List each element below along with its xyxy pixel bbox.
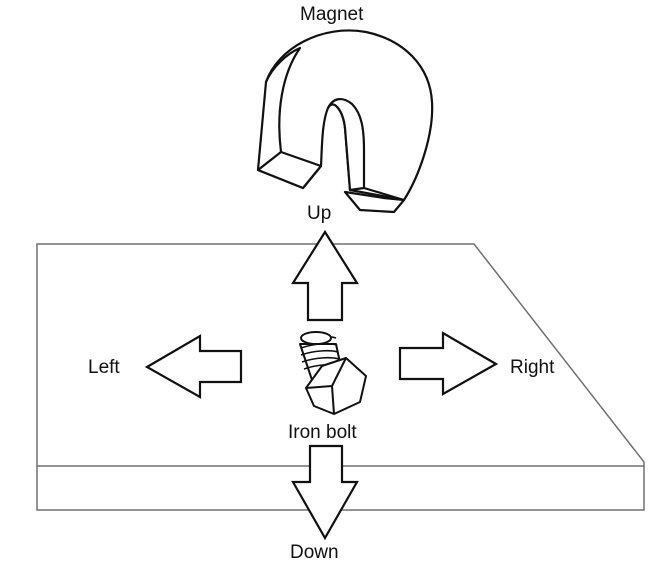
right-label: Right <box>510 357 555 378</box>
magnet-label: Magnet <box>300 4 364 25</box>
up-label: Up <box>307 203 332 224</box>
arrow-down-icon <box>291 444 359 541</box>
iron-bolt-icon <box>299 331 367 415</box>
magnet-right-pole-edge <box>363 186 405 202</box>
arrow-right-icon <box>398 331 499 396</box>
iron-bolt-label: Iron bolt <box>288 422 357 443</box>
bolt-tip <box>300 331 332 345</box>
magnet-right-pole <box>343 190 406 214</box>
arrow-left-icon <box>144 334 243 399</box>
magnet-slot-face <box>326 98 366 192</box>
direction-arrows <box>144 229 499 541</box>
bolt-head-facet <box>331 385 335 415</box>
arrow-up-icon <box>291 229 359 322</box>
magnet-back-face <box>264 46 302 153</box>
left-label: Left <box>88 357 120 378</box>
magnet-left-pole <box>256 150 323 190</box>
down-label: Down <box>290 542 339 563</box>
bolt-head <box>305 357 367 415</box>
horseshoe-magnet-icon <box>256 29 434 214</box>
